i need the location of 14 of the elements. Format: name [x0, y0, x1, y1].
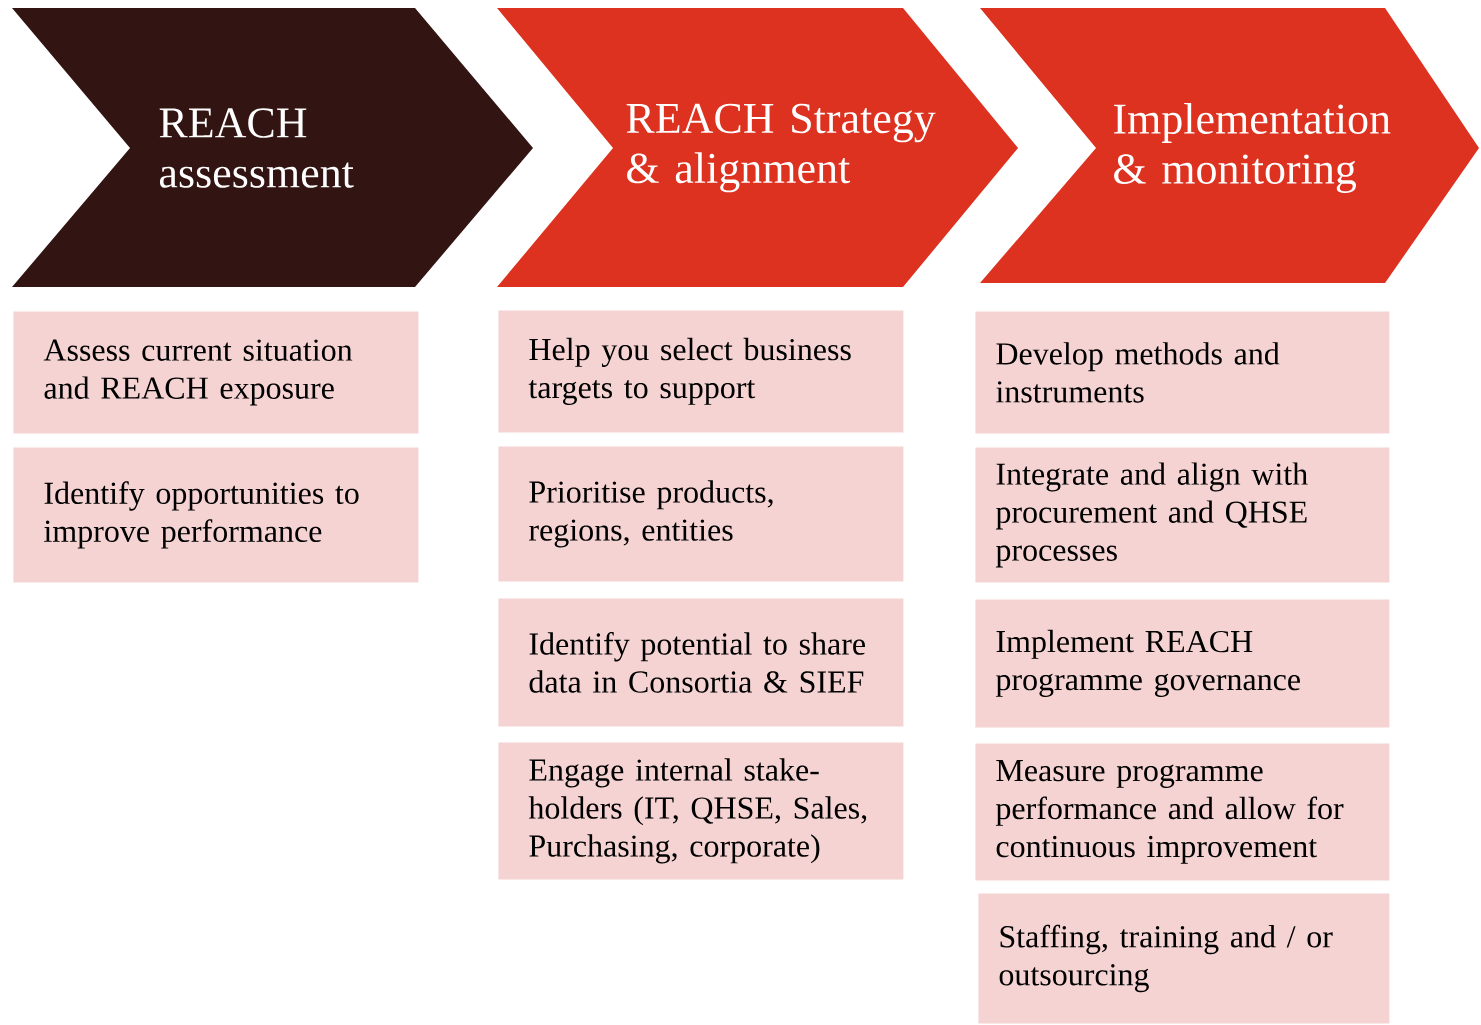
step-box: Staffing, training and / or outsourcing [978, 893, 1390, 1024]
step-box: Help you select business targets to support [498, 310, 904, 433]
step-box: Measure programme performance and allow for continuous improvement [975, 743, 1390, 881]
step-box: Implement REACH programme governance [975, 599, 1390, 728]
step-box: Integrate and align with procurement and QHSE processes [975, 447, 1390, 583]
step-box: Identify potential to share data in Consortia & SIEF [498, 598, 904, 727]
step-box: Assess current situation and REACH exposure [13, 311, 419, 434]
chevron-banner: REACH assessment [12, 8, 533, 287]
step-box: Develop methods and instruments [975, 311, 1390, 434]
step-box: Engage internal stake-holders (IT, QHSE, Sales, Purchasing, corporate) [498, 742, 904, 880]
chevron-banner: Implementation & monitoring [980, 8, 1479, 283]
step-box: Identify opportunities to improve performance [13, 447, 419, 583]
step-box: Prioritise products, regions, entities [498, 446, 904, 582]
chevron-banner: REACH Strategy & alignment [497, 8, 1018, 287]
